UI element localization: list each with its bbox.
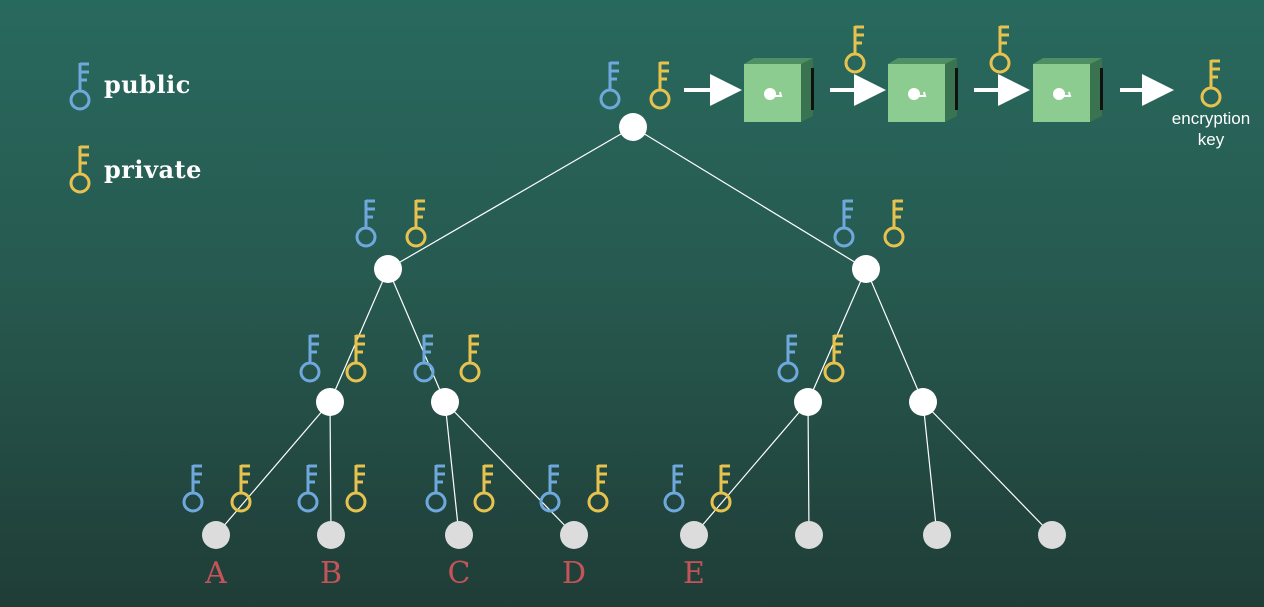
- leaf-node: [317, 521, 345, 549]
- tree-edges: [215, 126, 1053, 536]
- private-key-icon: [230, 463, 252, 513]
- leaf-label-d: D: [561, 556, 587, 591]
- leaf-c-key-pair: [425, 463, 495, 513]
- legend-private-label: private: [104, 155, 202, 184]
- public-key-icon: [777, 333, 799, 383]
- public-key-icon: [599, 60, 621, 110]
- legend-public-label: public: [104, 70, 191, 99]
- root-key-pair: [599, 60, 671, 110]
- public-key-icon: [663, 463, 685, 513]
- leaf-node: [202, 521, 230, 549]
- root-node: [619, 113, 647, 141]
- private-key-icon: [989, 24, 1011, 74]
- leaf-label-c: C: [447, 556, 471, 591]
- public-key-icon: [299, 333, 321, 383]
- private-key-icon: [649, 60, 671, 110]
- leaf-d-key-pair: [539, 463, 609, 513]
- tree-node: [316, 388, 344, 416]
- derivation-box: [1033, 58, 1103, 122]
- public-key-icon: [413, 333, 435, 383]
- node-lr-key-pair: [413, 333, 481, 383]
- leaf-label-a: A: [205, 556, 227, 591]
- private-key-icon: [405, 198, 427, 248]
- private-key-icon: [844, 24, 866, 74]
- tree-node: [374, 255, 402, 283]
- encryption-key-icon: [1200, 58, 1222, 108]
- leaf-b-key-pair: [297, 463, 367, 513]
- public-key-icon: [833, 198, 855, 248]
- derivation-box: [744, 58, 814, 122]
- leaf-node: [445, 521, 473, 549]
- leaf-node: [1038, 521, 1066, 549]
- derivation-box: [888, 58, 958, 122]
- private-key-icon: [345, 463, 367, 513]
- leaf-node: [680, 521, 708, 549]
- private-key-icon: [587, 463, 609, 513]
- left-child-key-pair: [355, 198, 427, 248]
- leaf-label-e: E: [683, 556, 705, 591]
- public-key-icon: [297, 463, 319, 513]
- leaf-node: [560, 521, 588, 549]
- leaf-a-key-pair: [182, 463, 252, 513]
- leaf-label-b: B: [319, 556, 343, 591]
- public-key-icon: [425, 463, 447, 513]
- right-child-key-pair: [833, 198, 905, 248]
- node-rl-key-pair: [777, 333, 845, 383]
- private-key-icon: [459, 333, 481, 383]
- private-key-icon: [473, 463, 495, 513]
- key-derivation-pipeline: [684, 24, 1222, 122]
- tree-nodes: [202, 113, 1066, 549]
- legend-private-key-icon: [69, 144, 91, 194]
- leaf-node: [795, 521, 823, 549]
- tree-node: [794, 388, 822, 416]
- node-ll-key-pair: [299, 333, 367, 383]
- tree-node: [852, 255, 880, 283]
- private-key-icon: [883, 198, 905, 248]
- public-key-icon: [182, 463, 204, 513]
- legend-public-key-icon: [69, 61, 91, 111]
- encryption-key-label: encryption key: [1171, 109, 1251, 149]
- public-key-icon: [355, 198, 377, 248]
- tree-node: [431, 388, 459, 416]
- tree-node: [909, 388, 937, 416]
- leaf-node: [923, 521, 951, 549]
